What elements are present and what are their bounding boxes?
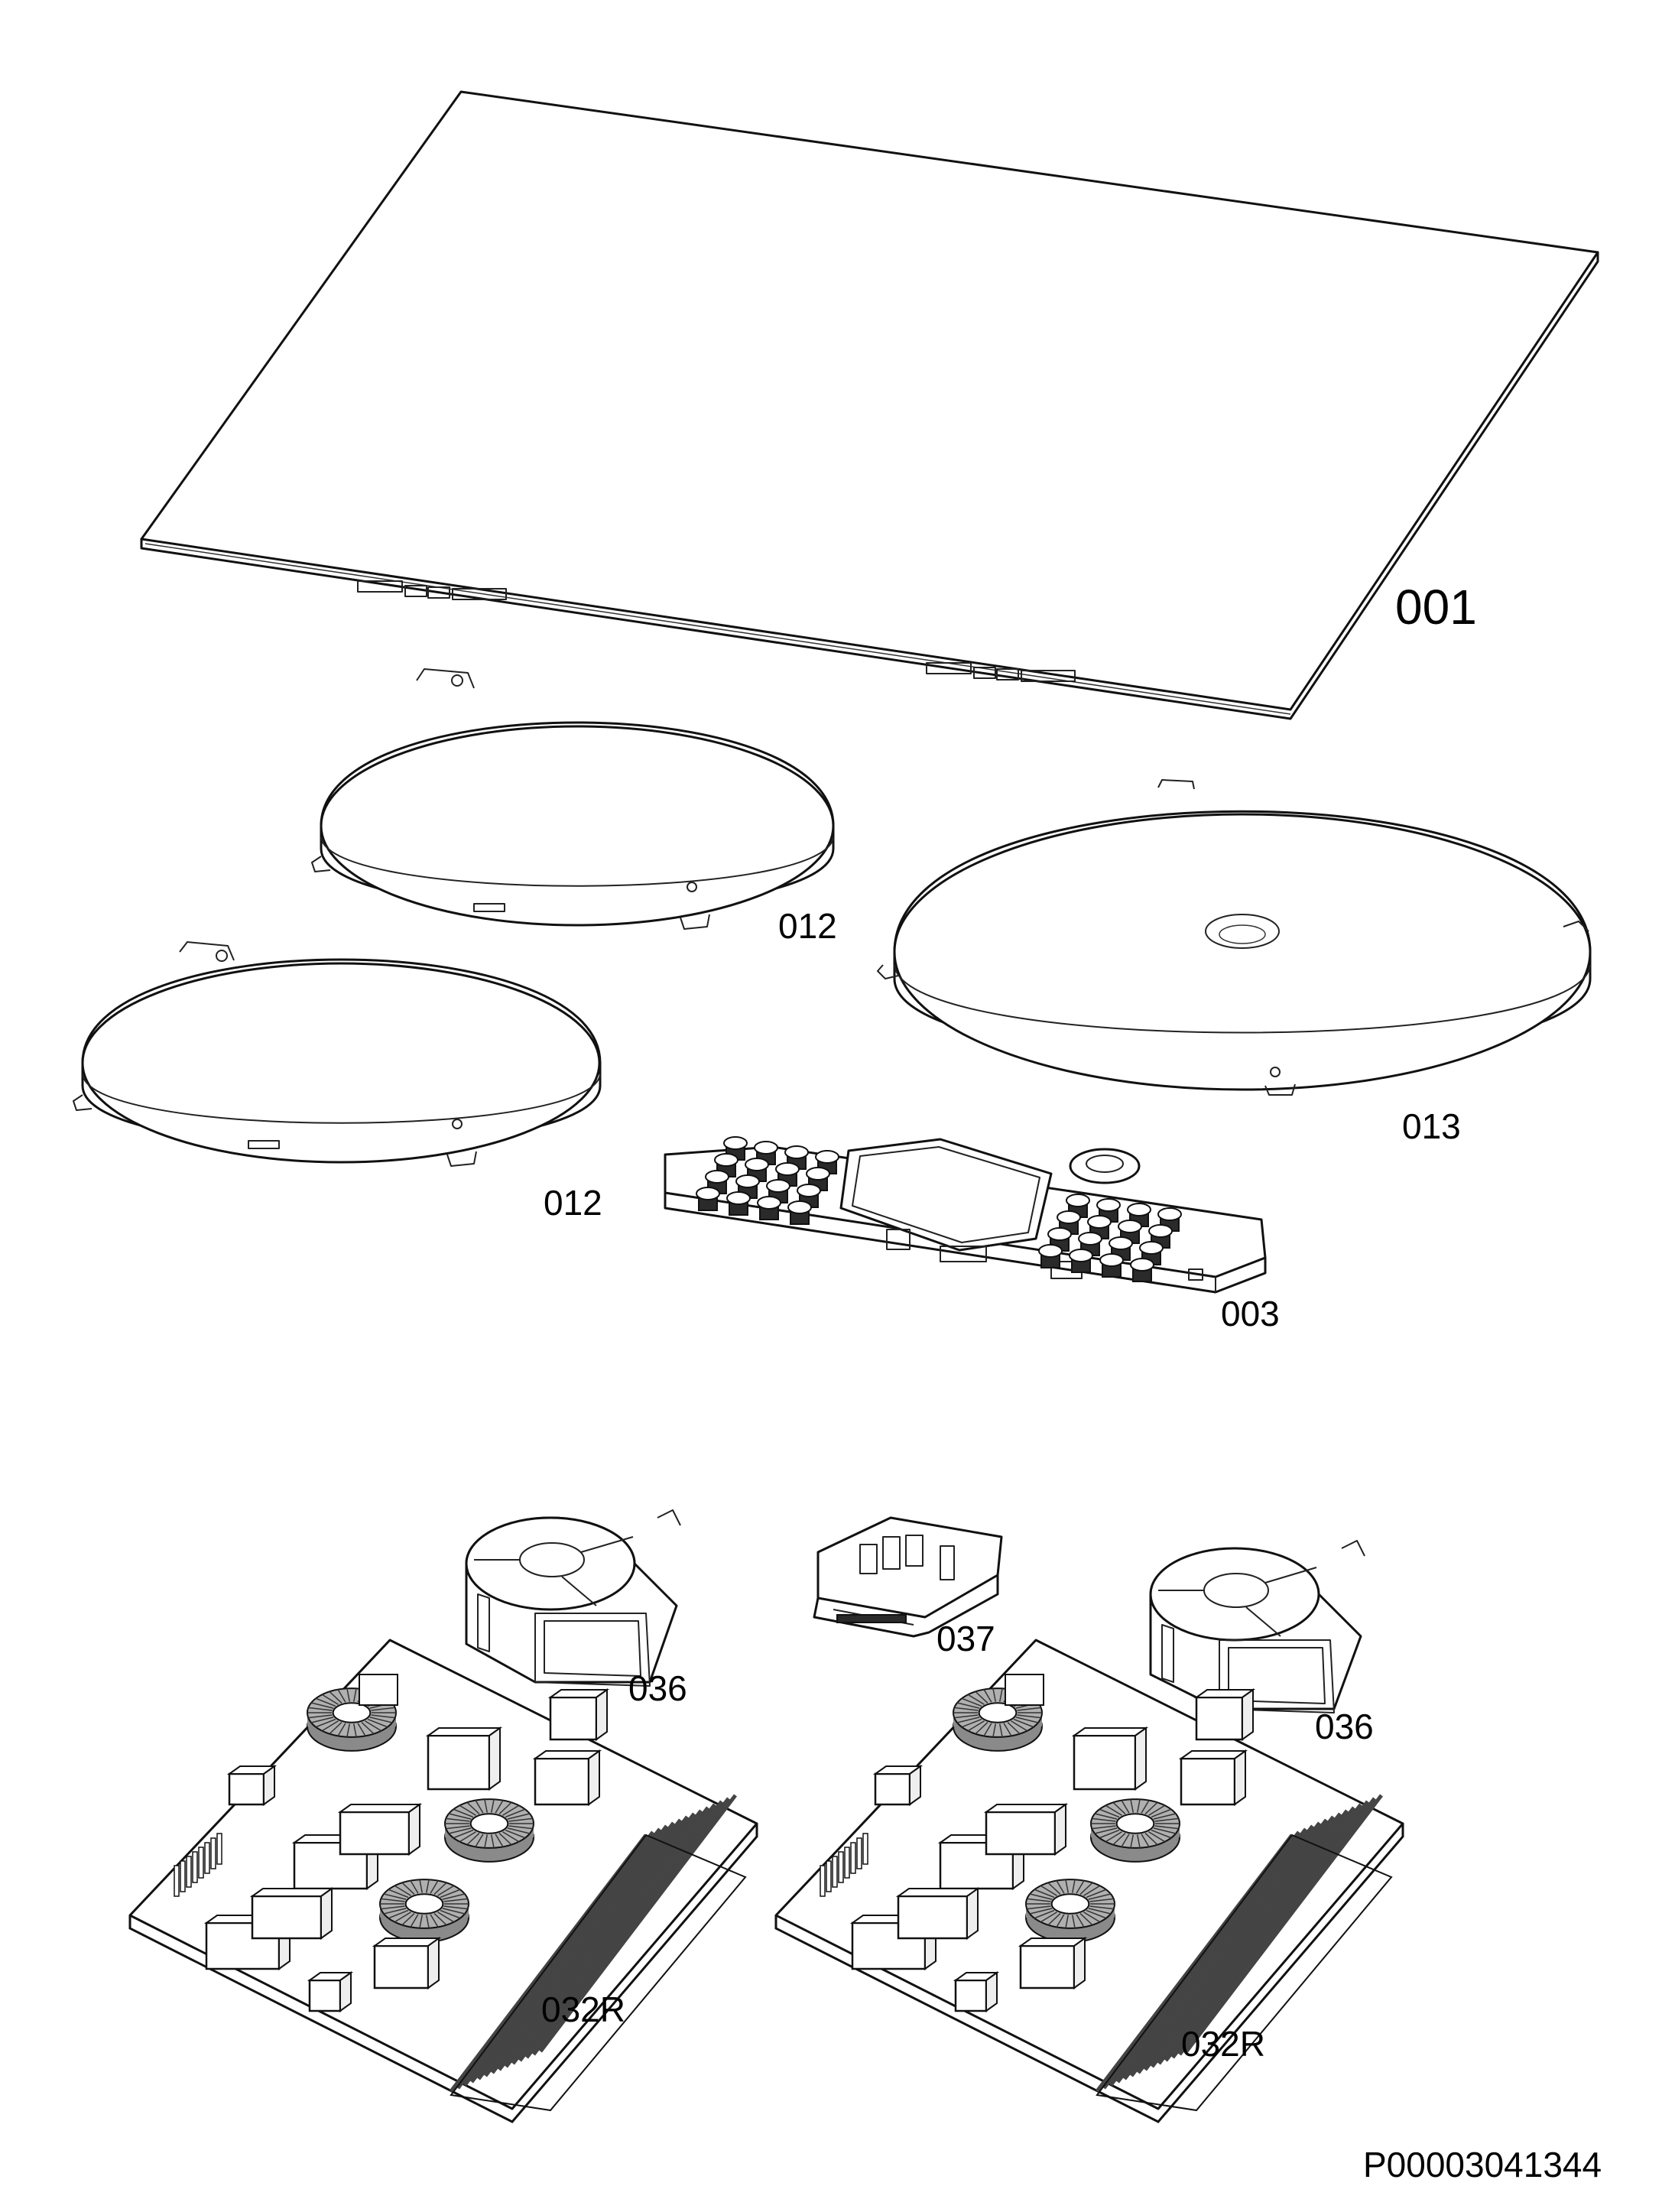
- part-label-003: 003: [1221, 1294, 1280, 1333]
- fan-left-drawing: [465, 1509, 681, 1687]
- hob-element-rear-left-drawing: [311, 668, 835, 930]
- part-label-036-right: 036: [1315, 1707, 1374, 1746]
- cooktop-glass-drawing: [140, 90, 1599, 720]
- part-label-037: 037: [937, 1619, 995, 1658]
- control-panel-drawing: [664, 1136, 1267, 1294]
- hob-element-front-left-drawing: [73, 941, 602, 1167]
- part-label-001: 001: [1395, 580, 1477, 635]
- fan-right-drawing: [1149, 1540, 1365, 1713]
- connector-block-drawing: [813, 1516, 1003, 1638]
- drawing-code: P00003041344: [1363, 2145, 1602, 2184]
- part-label-012-front: 012: [544, 1183, 602, 1223]
- part-label-032R-right: 032R: [1181, 2024, 1265, 2064]
- part-label-032R-left: 032R: [541, 1990, 625, 2029]
- power-board-left-drawing: [128, 1639, 758, 2123]
- part-label-013: 013: [1402, 1106, 1461, 1146]
- hob-element-right-drawing: [877, 779, 1592, 1096]
- power-board-right-drawing: [774, 1639, 1404, 2123]
- part-label-036-left: 036: [628, 1668, 687, 1708]
- part-label-012-rear: 012: [778, 906, 837, 946]
